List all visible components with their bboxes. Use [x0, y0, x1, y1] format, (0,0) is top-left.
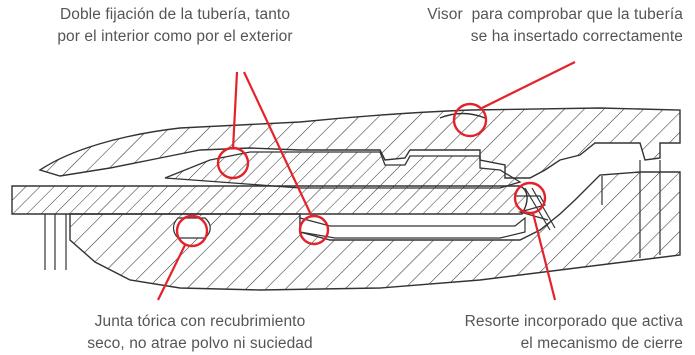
label-o-ring-line1: Junta tórica con recubrimiento	[94, 313, 306, 330]
callout-markers	[175, 102, 547, 248]
leader-bottom-left	[157, 244, 186, 301]
label-double-fixation-line2: por el interior como por el exterior	[57, 28, 293, 45]
label-spring-line1: Resorte incorporado que activa	[464, 313, 683, 330]
label-o-ring-line2: seco, no atrae polvo ni suciedad	[87, 335, 313, 352]
callout-circle-o-ring	[175, 214, 209, 248]
pipe	[11, 185, 528, 215]
pipe-end-lines	[44, 214, 67, 270]
fitting-body-lower	[69, 171, 681, 291]
lower-grip-wedge	[299, 216, 526, 239]
leader-top-left-b	[243, 71, 313, 218]
label-visor-line2: se ha insertado correctamente	[470, 28, 683, 45]
leader-top-left-a	[231, 71, 239, 150]
label-double-fixation: Doble fijación de la tubería, tanto por …	[34, 4, 316, 48]
fitting-body-upper	[38, 107, 681, 179]
label-o-ring: Junta tórica con recubrimiento seco, no …	[57, 311, 343, 355]
leader-top-right	[481, 61, 576, 109]
label-visor-line1: Visor para comprobar que la tubería	[427, 6, 683, 23]
visor-window	[439, 112, 486, 119]
right-fixture-lines	[601, 160, 661, 258]
label-spring-line2: el mecanismo de cierre	[520, 335, 683, 352]
leader-bottom-right	[531, 212, 557, 301]
label-spring: Resorte incorporado que activa el mecani…	[383, 311, 683, 355]
spring	[515, 187, 556, 231]
callout-leaders	[157, 61, 576, 301]
callout-circle-spring	[513, 181, 547, 215]
label-double-fixation-line1: Doble fijación de la tubería, tanto	[59, 6, 291, 23]
callout-circle-inner-grip	[298, 214, 330, 246]
callout-circle-visor	[452, 102, 488, 138]
label-visor: Visor para comprobar que la tubería se h…	[353, 4, 683, 48]
